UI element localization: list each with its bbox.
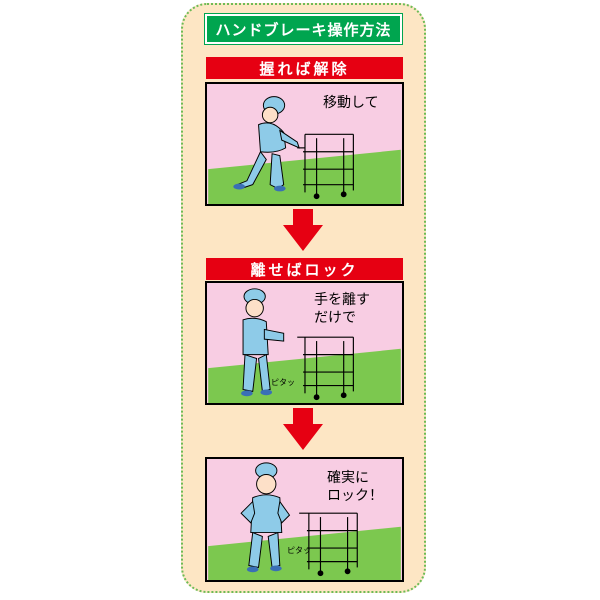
step-1-caption: 移動して	[323, 95, 379, 111]
step-2-panel: 手を離す だけで ピタッ	[205, 281, 404, 405]
step-2-caption: 手を離す だけで	[314, 292, 370, 326]
step-1-illustration	[208, 96, 401, 204]
page-title: ハンドブレーキ操作方法	[204, 13, 403, 45]
down-arrow-icon	[283, 408, 323, 450]
step-3-caption: 確実に ロック！	[327, 470, 383, 504]
step-3-panel: 確実に ロック！ ピタッ	[205, 457, 404, 582]
step-2-banner: 離せばロック	[206, 258, 403, 280]
step-2-sound-effect: ピタッ	[271, 378, 295, 387]
down-arrow-icon	[283, 209, 323, 251]
step-3-illustration	[208, 462, 401, 580]
step-3-sound-effect: ピタッ	[287, 546, 311, 555]
step-1-panel: 移動して	[205, 82, 404, 206]
step-1-banner: 握れば解除	[206, 57, 403, 79]
step-2-illustration	[208, 288, 401, 403]
